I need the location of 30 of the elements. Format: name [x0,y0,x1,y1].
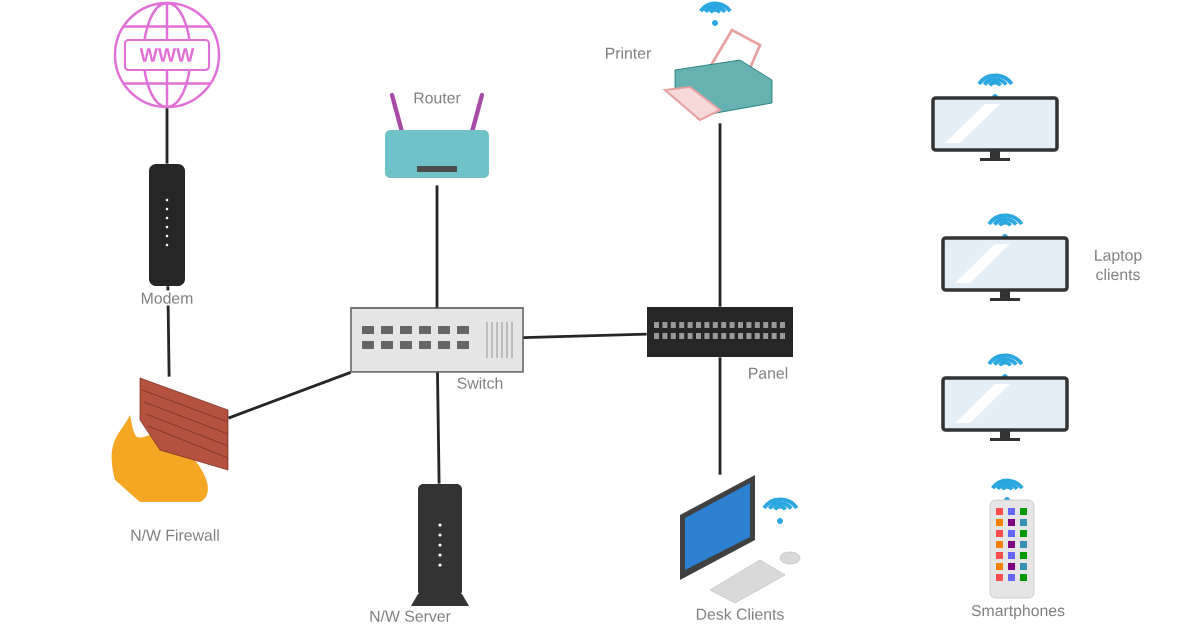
device-label: Modem [138,290,196,306]
modem-drawing [149,164,185,286]
device-label: Router [411,90,463,106]
device-label: N/W Firewall [128,527,222,543]
device-label: Smartphones [969,602,1067,622]
desktop-drawing [680,475,801,604]
panel-drawing [647,307,793,357]
connector-line [227,371,352,420]
connector-line [718,357,722,475]
connector-line [718,123,722,307]
device-label: Printer [602,45,654,61]
connector-line [165,108,169,164]
laptop-drawing [941,213,1069,301]
server-drawing [411,484,469,606]
switch-drawing [350,307,524,373]
connector-line [166,286,171,377]
connector-line [435,185,439,308]
laptop-drawing [931,73,1059,161]
globe-drawing: WWW [113,1,221,109]
laptop-drawing [941,353,1069,441]
firewall-drawing [111,377,229,502]
connector-line [523,332,647,339]
device-label: Desk Clients [693,606,787,622]
device-label: Switch [454,375,506,391]
device-label: Panel [746,365,790,381]
smartphone-drawing [989,478,1035,599]
connector-line [436,372,441,484]
router-drawing [385,92,489,178]
device-label: Laptop clients [1095,249,1142,281]
device-label: N/W Server [367,608,453,624]
